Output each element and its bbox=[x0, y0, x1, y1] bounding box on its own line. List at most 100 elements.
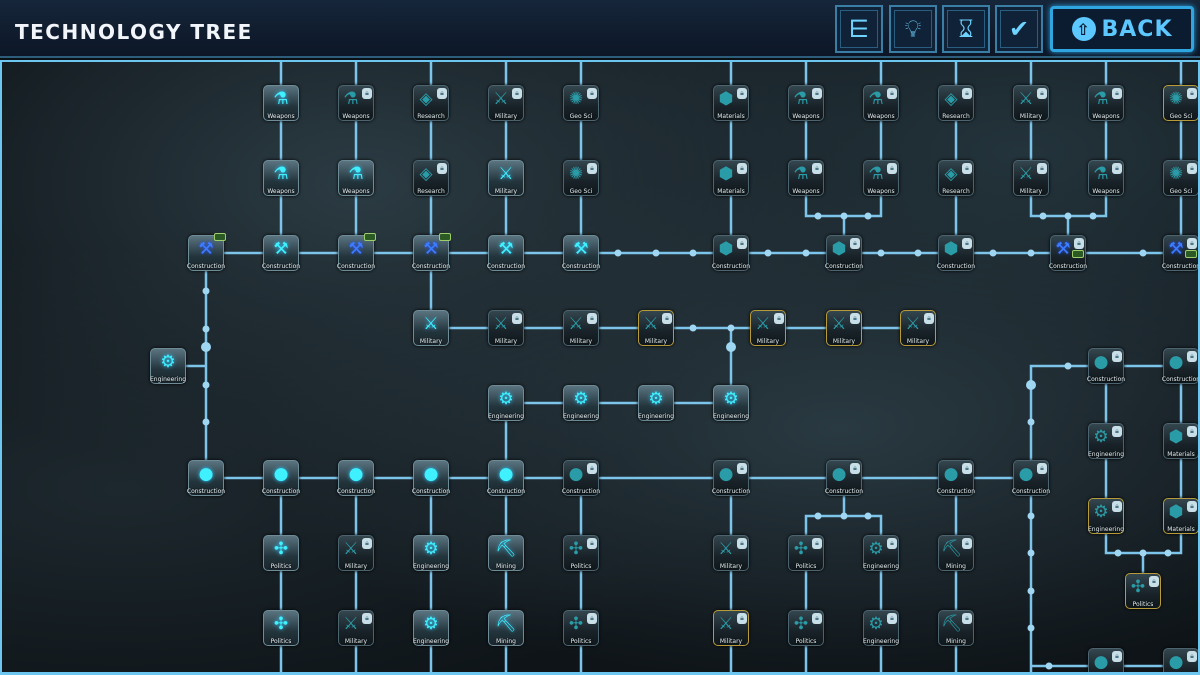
tech-node-military[interactable]: ⚔Military bbox=[413, 310, 449, 346]
tech-node-construction[interactable]: ⚒Construction bbox=[412, 233, 451, 271]
tree-layout-button[interactable]: ⋿ bbox=[835, 5, 883, 53]
tech-node-geo-sci[interactable]: ✺🔒︎Geo Sci bbox=[563, 85, 599, 121]
tech-node-label: Construction bbox=[936, 488, 976, 495]
tech-node-mining[interactable]: ⛏🔒︎Mining bbox=[938, 535, 974, 571]
tech-node-unknown[interactable]: ●🔒︎ bbox=[1163, 648, 1198, 672]
tech-node-military[interactable]: ⚔🔒︎Military bbox=[1013, 85, 1049, 121]
tech-node-mining[interactable]: ⛏Mining bbox=[488, 610, 524, 646]
tech-node-construction[interactable]: ⚒Construction bbox=[337, 233, 376, 271]
tech-node-construction[interactable]: ⬢🔒︎Construction bbox=[937, 235, 975, 271]
tech-node-construction[interactable]: ⬢🔒︎Construction bbox=[712, 235, 750, 271]
tech-node-weapons[interactable]: ⚗🔒︎Weapons bbox=[338, 85, 374, 121]
tech-node-mining[interactable]: ⛏🔒︎Mining bbox=[938, 610, 974, 646]
tech-node-geo-sci[interactable]: ✺🔒︎Geo Sci bbox=[563, 160, 599, 196]
tech-node-materials[interactable]: ⬢🔒︎Materials bbox=[713, 160, 749, 196]
tech-node-label: Military bbox=[494, 188, 518, 195]
tech-node-military[interactable]: ⚔🔒︎Military bbox=[1013, 160, 1049, 196]
tech-node-label: Military bbox=[1019, 113, 1043, 120]
tech-node-military[interactable]: ⚔🔒︎Military bbox=[563, 310, 599, 346]
tech-node-label: Construction bbox=[486, 488, 526, 495]
tech-node-engineering[interactable]: ⚙🔒︎Engineering bbox=[863, 535, 899, 571]
tech-node-engineering[interactable]: ⚙Engineering bbox=[563, 385, 599, 421]
tech-node-construction[interactable]: ●🔒︎Construction bbox=[1162, 348, 1198, 384]
lock-icon: 🔒︎ bbox=[1187, 501, 1197, 512]
tech-node-weapons[interactable]: ⚗Weapons bbox=[263, 160, 299, 196]
tech-node-military[interactable]: ⚔🔒︎Military bbox=[713, 535, 749, 571]
tech-node-construction[interactable]: ⚒🔒︎Construction bbox=[1162, 235, 1198, 271]
tech-node-mining[interactable]: ⛏Mining bbox=[488, 535, 524, 571]
tech-node-military[interactable]: ⚔🔒︎Military bbox=[826, 310, 862, 346]
tech-node-engineering[interactable]: ⚙🔒︎Engineering bbox=[1088, 498, 1124, 534]
tech-node-military[interactable]: ⚔🔒︎Military bbox=[338, 535, 374, 571]
tech-node-weapons[interactable]: ⚗Weapons bbox=[338, 160, 374, 196]
tech-node-military[interactable]: ⚔🔒︎Military bbox=[900, 310, 936, 346]
tech-node-research[interactable]: ◈🔒︎Research bbox=[938, 85, 974, 121]
tech-node-military[interactable]: ⚔🔒︎Military bbox=[713, 610, 749, 646]
tech-node-construction[interactable]: ●🔒︎Construction bbox=[825, 460, 863, 496]
tech-node-geo-sci[interactable]: ✺🔒︎Geo Sci bbox=[1163, 85, 1198, 121]
tech-node-politics[interactable]: ✣🔒︎Politics bbox=[563, 610, 599, 646]
tech-node-construction[interactable]: ⚒Construction bbox=[187, 233, 226, 271]
tech-node-weapons[interactable]: ⚗🔒︎Weapons bbox=[863, 160, 899, 196]
lock-icon: 🔒︎ bbox=[1187, 426, 1197, 437]
tech-node-geo-sci[interactable]: ✺🔒︎Geo Sci bbox=[1163, 160, 1198, 196]
tech-node-weapons[interactable]: ⚗🔒︎Weapons bbox=[788, 85, 824, 121]
tech-node-construction[interactable]: ●Construction bbox=[337, 460, 375, 496]
tech-node-construction[interactable]: ●Construction bbox=[487, 460, 525, 496]
tech-node-engineering[interactable]: ⚙Engineering bbox=[488, 385, 524, 421]
back-button[interactable]: ⇧ BACK bbox=[1050, 6, 1194, 52]
tech-node-politics[interactable]: ✣🔒︎Politics bbox=[788, 610, 824, 646]
tech-node-engineering[interactable]: ⚙🔒︎Engineering bbox=[863, 610, 899, 646]
tech-node-politics[interactable]: ✣Politics bbox=[263, 535, 299, 571]
tech-node-politics[interactable]: ✣🔒︎Politics bbox=[788, 535, 824, 571]
tech-node-materials[interactable]: ⬢🔒︎Materials bbox=[713, 85, 749, 121]
lock-icon: 🔒︎ bbox=[1112, 426, 1122, 437]
tech-node-engineering[interactable]: ⚙🔒︎Engineering bbox=[1088, 423, 1124, 459]
tech-node-military[interactable]: ⚔🔒︎Military bbox=[488, 310, 524, 346]
tech-node-label: Military bbox=[344, 563, 368, 570]
tech-node-military[interactable]: ⚔🔒︎Military bbox=[638, 310, 674, 346]
tech-node-weapons[interactable]: ⚗🔒︎Weapons bbox=[863, 85, 899, 121]
tech-node-military[interactable]: ⚔🔒︎Military bbox=[750, 310, 786, 346]
tech-node-construction[interactable]: ⚒Construction bbox=[262, 235, 300, 271]
tech-node-politics[interactable]: ✣Politics bbox=[263, 610, 299, 646]
construction-icon: ⚒ bbox=[1055, 239, 1071, 259]
tech-node-research[interactable]: ◈🔒︎Research bbox=[413, 85, 449, 121]
tech-node-weapons[interactable]: ⚗Weapons bbox=[263, 85, 299, 121]
tech-node-construction[interactable]: ●🔒︎Construction bbox=[1087, 348, 1125, 384]
tech-node-military[interactable]: ⚔🔒︎Military bbox=[488, 85, 524, 121]
completed-research-button[interactable]: ✔ bbox=[995, 5, 1043, 53]
tech-node-military[interactable]: ⚔🔒︎Military bbox=[338, 610, 374, 646]
tech-node-construction[interactable]: ●Construction bbox=[187, 460, 225, 496]
tech-node-military[interactable]: ⚔Military bbox=[488, 160, 524, 196]
tech-node-engineering[interactable]: ⚙Engineering bbox=[150, 348, 186, 384]
tech-node-construction[interactable]: ⚒Construction bbox=[562, 235, 600, 271]
tech-node-weapons[interactable]: ⚗🔒︎Weapons bbox=[1088, 160, 1124, 196]
tech-node-construction[interactable]: ⚒🔒︎Construction bbox=[1049, 235, 1087, 271]
tech-node-engineering[interactable]: ⚙Engineering bbox=[413, 610, 449, 646]
tech-node-materials[interactable]: ⬢🔒︎Materials bbox=[1163, 498, 1198, 534]
tech-node-research[interactable]: ◈🔒︎Research bbox=[413, 160, 449, 196]
tech-node-engineering[interactable]: ⚙Engineering bbox=[638, 385, 674, 421]
tech-node-research[interactable]: ◈🔒︎Research bbox=[938, 160, 974, 196]
tech-node-construction[interactable]: ●🔒︎Construction bbox=[1012, 460, 1050, 496]
tech-node-weapons[interactable]: ⚗🔒︎Weapons bbox=[788, 160, 824, 196]
tech-node-construction[interactable]: ⬢🔒︎Construction bbox=[825, 235, 863, 271]
ideas-button[interactable]: 💡︎ bbox=[889, 5, 937, 53]
tech-node-politics[interactable]: ✣🔒︎Politics bbox=[563, 535, 599, 571]
tech-node-politics[interactable]: ✣🔒︎Politics bbox=[1125, 573, 1161, 609]
tech-node-unknown[interactable]: ●🔒︎ bbox=[1088, 648, 1124, 672]
tech-node-construction[interactable]: ●Construction bbox=[262, 460, 300, 496]
tech-node-weapons[interactable]: ⚗🔒︎Weapons bbox=[1088, 85, 1124, 121]
research-queue-button[interactable]: ⌛︎ bbox=[942, 5, 990, 53]
tech-node-construction[interactable]: ⚒Construction bbox=[487, 235, 525, 271]
tech-node-construction[interactable]: ●🔒︎Construction bbox=[562, 460, 600, 496]
tech-tree-canvas[interactable]: ⚗Weapons ⚗🔒︎Weapons ◈🔒︎Research ⚔🔒︎Military… bbox=[0, 60, 1200, 675]
tech-node-construction[interactable]: ●Construction bbox=[412, 460, 450, 496]
tech-node-construction[interactable]: ●🔒︎Construction bbox=[712, 460, 750, 496]
tech-node-label: Engineering bbox=[863, 563, 899, 570]
tech-node-construction[interactable]: ●🔒︎Construction bbox=[937, 460, 975, 496]
tech-node-engineering[interactable]: ⚙Engineering bbox=[413, 535, 449, 571]
tech-node-materials[interactable]: ⬢🔒︎Materials bbox=[1163, 423, 1198, 459]
tech-node-engineering[interactable]: ⚙Engineering bbox=[713, 385, 749, 421]
